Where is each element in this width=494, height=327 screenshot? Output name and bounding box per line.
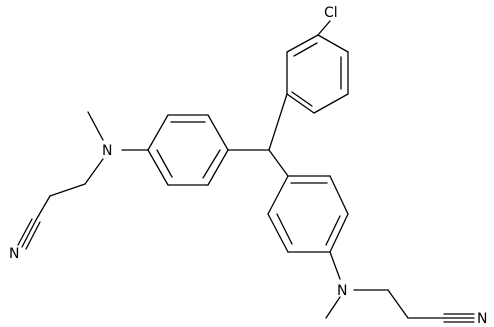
left-nitrile-nitrogen-label: N — [9, 246, 19, 262]
chlorine-atom-label: Cl — [324, 5, 338, 21]
right-nitrile-triple-bond — [443, 313, 475, 323]
left-amine-nitrogen-label: N — [102, 143, 112, 159]
left-n-methyl-bond — [87, 111, 104, 141]
left-nitrile-triple-bond — [17, 218, 41, 250]
left-chain-bond-3 — [35, 195, 51, 221]
bond-ring-to-chlorine — [317, 20, 331, 36]
bond-central-carbon-to-right-ring — [268, 149, 289, 177]
left-chain-bond-2 — [49, 183, 86, 197]
right-nitrile-nitrogen-label: N — [477, 311, 487, 327]
left-phenyl-ring — [147, 114, 229, 186]
bond-right-ring-to-amine — [329, 251, 341, 280]
right-amine-nitrogen-label: N — [337, 283, 347, 299]
left-chain-bond-1 — [84, 158, 104, 185]
right-chain-bond-2 — [387, 289, 409, 319]
bond-chlorophenyl-to-central-carbon — [268, 93, 288, 151]
chlorophenyl-ring — [286, 34, 349, 114]
right-phenyl-ring — [267, 175, 349, 253]
right-n-methyl-bond — [325, 296, 341, 319]
